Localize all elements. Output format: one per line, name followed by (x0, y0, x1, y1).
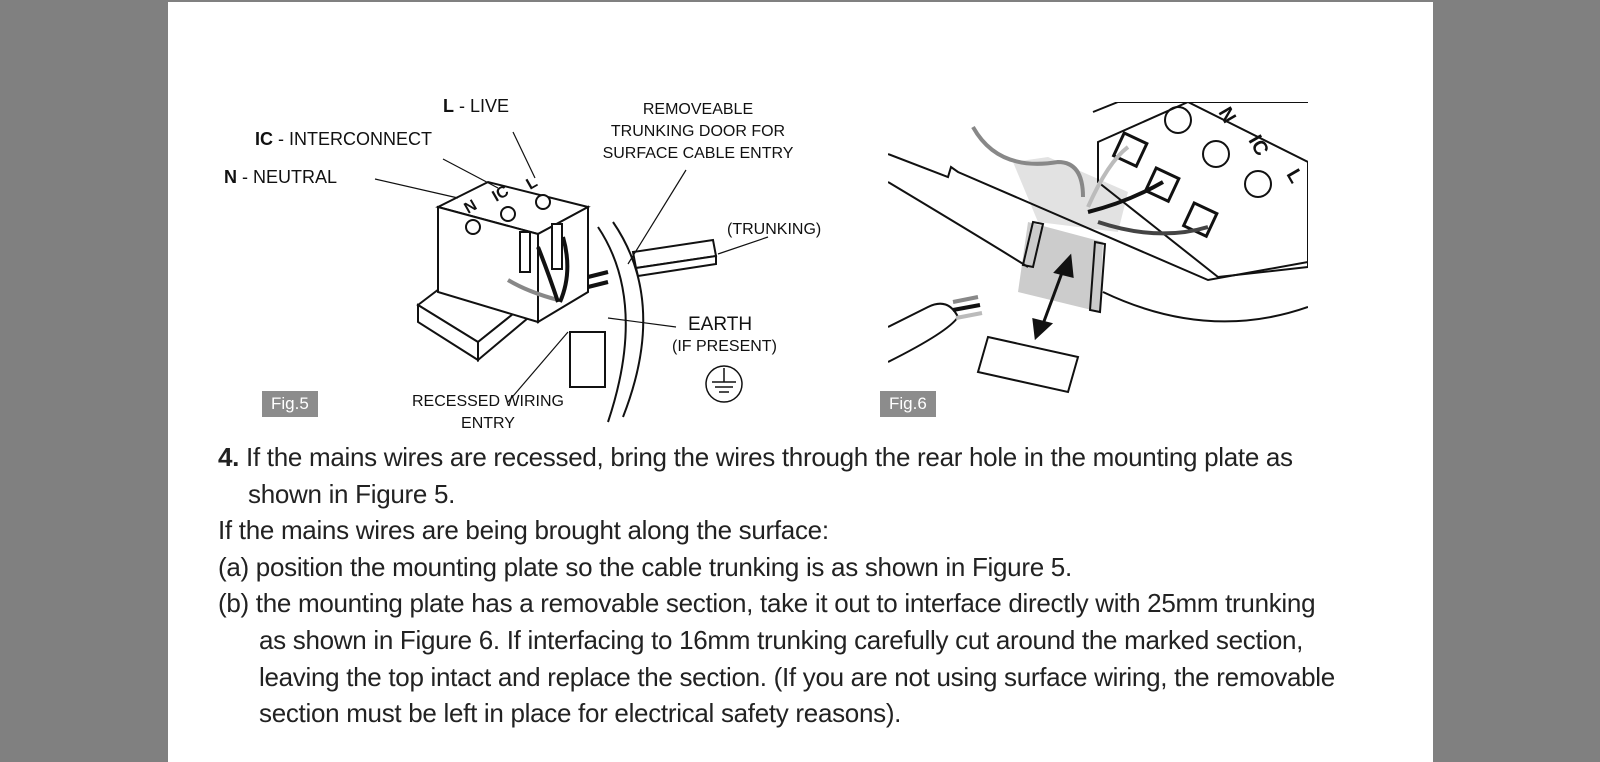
figure-5-caption: Fig.5 (262, 391, 318, 417)
label-live: L - LIVE (443, 96, 510, 116)
item-b-line-2: as shown in Figure 6. If interfacing to … (259, 624, 1304, 655)
fig6-terminal-mark-ic: IC (1244, 132, 1273, 160)
fig6-terminal-mark-l: L (1282, 166, 1307, 188)
figure-5-illustration: N IC L (374, 131, 769, 423)
label-neutral: N - NEUTRAL (224, 167, 338, 187)
figure-6-illustration: N IC L (888, 102, 1308, 394)
label-earth-note: (IF PRESENT) (672, 338, 777, 355)
surface-intro: If the mains wires are being brought alo… (218, 515, 829, 546)
earth-symbol-icon (705, 365, 743, 403)
label-trunking: (TRUNKING) (727, 221, 822, 238)
step-4-line-1: 4. If the mains wires are recessed, brin… (218, 442, 1293, 472)
figure-6-caption: Fig.6 (880, 391, 936, 417)
label-interconnect: IC - INTERCONNECT (255, 129, 432, 149)
document-page: N IC L L - LIVE IC - INTERCONNECT N - NE… (168, 2, 1433, 762)
instructions-text: 4. If the mains wires are recessed, brin… (218, 439, 1398, 732)
item-b-line-3: leaving the top intact and replace the s… (259, 661, 1335, 692)
fig6-terminal-mark-n: N (1214, 104, 1240, 128)
label-earth: EARTH (688, 314, 753, 335)
item-b-line-4: section must be left in place for electr… (259, 698, 902, 729)
item-a: (a) position the mounting plate so the c… (218, 551, 1072, 582)
step-4-line-2: shown in Figure 5. (248, 478, 456, 509)
item-b-line-1: (b) the mounting plate has a removable s… (218, 588, 1316, 619)
